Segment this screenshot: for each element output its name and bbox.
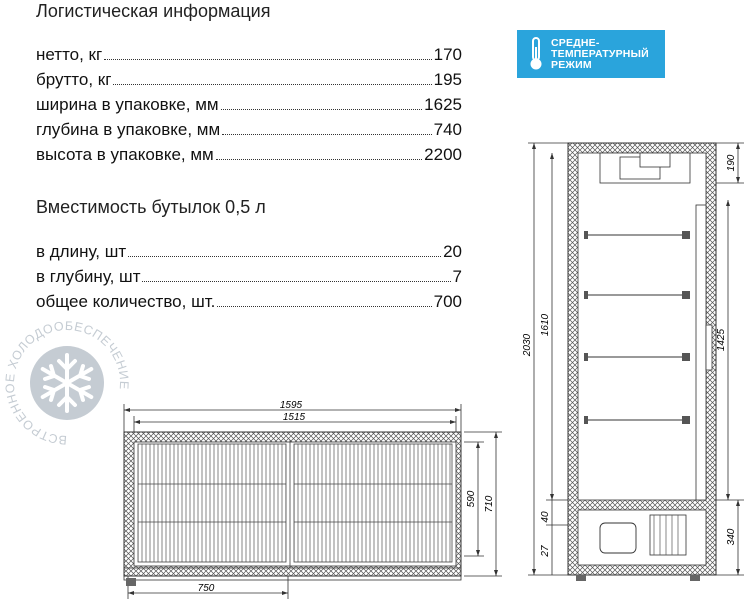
logistics-value: 170 (433, 45, 462, 64)
dim-base: 340 (726, 528, 737, 545)
capacity-label: в глубину, шт (36, 267, 141, 286)
dot-leader (220, 109, 423, 110)
logistics-row: нетто, кг 170 (36, 45, 462, 65)
top-view-drawing: 1595 1515 750 590 710 (123, 400, 502, 599)
dim-total-height: 2030 (522, 333, 533, 357)
logistics-label: ширина в упаковке, мм (36, 95, 219, 114)
capacity-value: 20 (443, 242, 462, 261)
capacity-row: в длину, шт 20 (36, 242, 462, 262)
logistics-row: глубина в упаковке, мм 740 (36, 120, 462, 140)
dim-outer-depth: 710 (484, 495, 495, 512)
dot-leader (142, 281, 451, 282)
dim-door-height: 1425 (716, 328, 727, 351)
snowflake-icon (40, 353, 94, 413)
logistics-row: высота в упаковке, мм 2200 (36, 145, 462, 165)
dot-leader (217, 306, 432, 307)
capacity-value: 700 (433, 292, 462, 311)
temperature-mode-badge: СРЕДНЕ- ТЕМПЕРАТУРНЫЙ РЕЖИМ (517, 30, 665, 78)
logistics-row: ширина в упаковке, мм 1625 (36, 95, 462, 115)
logistics-label: глубина в упаковке, мм (36, 120, 221, 139)
logistics-row: брутто, кг 195 (36, 70, 462, 90)
dot-leader (215, 159, 423, 160)
capacity-value: 7 (452, 267, 462, 286)
dot-leader (128, 256, 442, 257)
badge-text: СРЕДНЕ- ТЕМПЕРАТУРНЫЙ РЕЖИМ (551, 37, 649, 71)
side-view-drawing: 2030 1610 40 27 190 1425 340 (522, 142, 744, 581)
dim-27: 27 (540, 545, 551, 558)
dot-leader (104, 59, 432, 60)
dim-inner-height: 1610 (540, 313, 551, 336)
thermometer-icon (530, 37, 542, 70)
logistics-label: высота в упаковке, мм (36, 145, 214, 164)
dot-leader (222, 134, 432, 135)
capacity-row: общее количество, шт. 700 (36, 292, 462, 312)
logistics-value: 2200 (424, 145, 462, 164)
dim-inner-depth: 590 (466, 490, 477, 507)
dim-inner-width: 1515 (283, 412, 306, 423)
logistics-value: 195 (433, 70, 462, 89)
logistics-title: Логистическая информация (36, 1, 271, 21)
capacity-label: общее количество, шт. (36, 292, 216, 311)
capacity-label: в длину, шт (36, 242, 127, 261)
capacity-row: в глубину, шт 7 (36, 267, 462, 287)
dim-40: 40 (540, 511, 551, 523)
dim-half-width: 750 (198, 583, 215, 594)
built-in-refrigeration-seal: ВСТРОЕННОЕ ХОЛОДООБЕСПЕЧЕНИЕ (3, 319, 131, 447)
capacity-title: Вместимость бутылок 0,5 л (36, 197, 266, 217)
logistics-value: 740 (433, 120, 462, 139)
dim-outer-width: 1595 (280, 400, 303, 411)
logistics-value: 1625 (424, 95, 462, 114)
dim-top-unit: 190 (726, 154, 737, 171)
logistics-label: нетто, кг (36, 45, 103, 64)
dot-leader (113, 84, 432, 85)
logistics-label: брутто, кг (36, 70, 112, 89)
